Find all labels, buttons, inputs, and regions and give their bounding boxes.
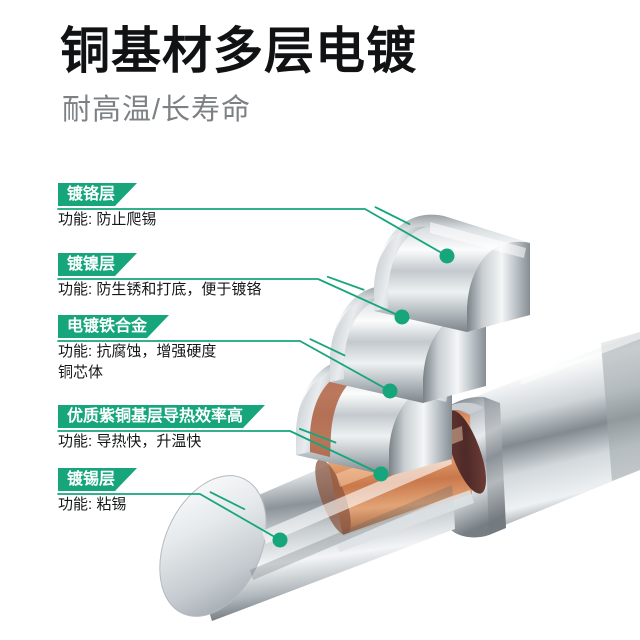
callout-iron-alloy-plating: 电镀铁合金功能: 抗腐蚀，增强硬度铜芯体: [58, 315, 216, 383]
leader-accent-tin-plating: [209, 491, 246, 511]
shell2-inner: [330, 297, 382, 382]
callout-tag-chrome-plating: 镀铬层: [58, 183, 137, 206]
shell2-face: [423, 312, 486, 403]
callout-chrome-plating: 镀铬层功能: 防止爬锡: [58, 183, 156, 230]
callout-desc-iron-alloy-plating: 功能: 抗腐蚀，增强硬度铜芯体: [58, 341, 216, 383]
shell3-inner: [296, 370, 348, 455]
callout-copper-base: 优质紫铜基层导热效率高功能: 导热快，升温快: [58, 405, 265, 452]
callout-tag-wrap: 电镀铁合金: [58, 315, 216, 338]
cutaway-lip-bottom: [334, 490, 474, 552]
leader-line-iron-alloy-plating: [57, 340, 391, 392]
leader-accent-copper-base: [298, 427, 337, 444]
shell-chrome: [374, 214, 530, 332]
rear-barrel-shade: [601, 332, 640, 481]
barrel-specular-2: [250, 485, 453, 580]
shell1-face: [467, 241, 530, 332]
copper-rim-right: [446, 410, 486, 494]
callout-tag-iron-alloy-plating: 电镀铁合金: [58, 315, 169, 338]
shell3-copper-edge: [310, 371, 362, 457]
page-title: 铜基材多层电镀: [60, 23, 417, 79]
callout-nickel-plating: 镀镍层功能: 防生锈和打底，便于镀铬: [58, 253, 261, 300]
leader-line-chrome-plating: [57, 208, 448, 257]
callout-desc-nickel-plating: 功能: 防生锈和打底，便于镀铬: [58, 279, 261, 300]
callout-tag-wrap: 镀锡层: [58, 468, 137, 491]
leader-dot-chrome-plating: [439, 248, 455, 264]
callout-tag-nickel-plating: 镀镍层: [58, 253, 137, 276]
leader-accent-iron-alloy-plating: [309, 338, 346, 357]
shell3-face: [389, 385, 452, 476]
tip-bevel-face: [159, 475, 267, 617]
callout-tag-wrap: 镀镍层: [58, 253, 261, 276]
callout-desc-line: 功能: 抗腐蚀，增强硬度: [58, 343, 217, 360]
callout-desc-copper-base: 功能: 导热快，升温快: [58, 431, 265, 452]
callout-tin-plating: 镀锡层功能: 粘锡: [58, 468, 137, 515]
leader-accent-nickel-plating: [326, 275, 365, 291]
leader-dot-nickel-plating: [394, 309, 410, 325]
callout-desc-line: 功能: 粘锡: [58, 496, 127, 513]
callout-tag-wrap: 镀铬层: [58, 183, 156, 206]
leader-dot-tin-plating: [272, 532, 288, 548]
callout-desc-tin-plating: 功能: 粘锡: [58, 494, 137, 515]
callout-desc-line: 功能: 导热快，升温快: [58, 433, 202, 450]
rear-barrel: [472, 332, 640, 536]
callout-desc-chrome-plating: 功能: 防止爬锡: [58, 209, 156, 230]
leader-line-nickel-plating: [57, 278, 403, 318]
leader-dot-copper-base: [373, 466, 389, 482]
leader-dot-iron-alloy-plating: [382, 383, 398, 399]
leader-line-copper-base: [57, 430, 382, 475]
copper-rim-left: [315, 459, 351, 535]
rear-specular: [520, 325, 640, 385]
shell1-inner: [374, 226, 426, 311]
shell1-highlight: [430, 222, 526, 258]
leader-lines: [57, 206, 455, 548]
barrel-specular-1: [262, 451, 452, 544]
callout-tag-tin-plating: 镀锡层: [58, 468, 137, 491]
callout-tag-wrap: 优质紫铜基层导热效率高: [58, 405, 265, 428]
leader-accent-chrome-plating: [374, 206, 411, 225]
callout-tag-copper-base: 优质紫铜基层导热效率高: [58, 405, 265, 428]
callout-desc-line: 功能: 防生锈和打底，便于镀铬: [58, 281, 262, 298]
leader-line-tin-plating: [57, 493, 281, 541]
collar-shadow: [484, 397, 506, 535]
callout-desc-line: 铜芯体: [58, 364, 104, 381]
callout-desc-line: 功能: 防止爬锡: [58, 211, 157, 228]
page-subtitle: 耐高温/长寿命: [62, 94, 252, 126]
